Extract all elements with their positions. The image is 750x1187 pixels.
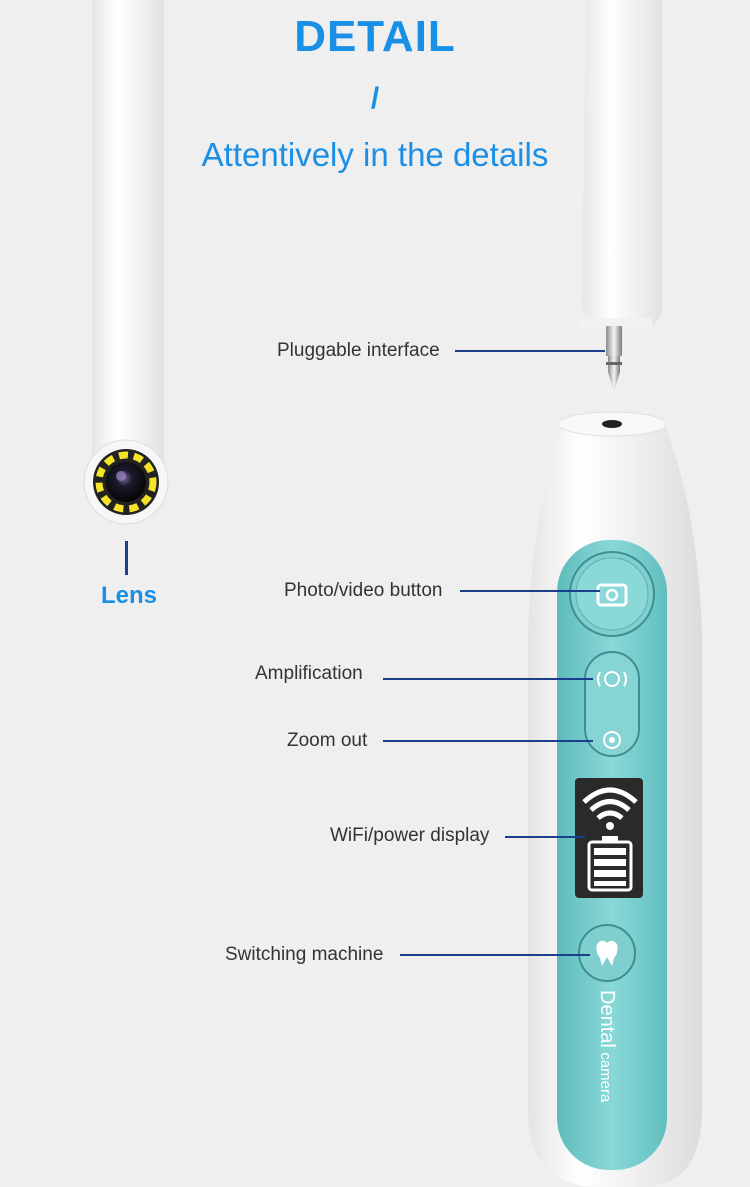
callout-switching-machine: Switching machine xyxy=(225,944,384,965)
callout-amplification: Amplification xyxy=(255,663,363,684)
page-subtitle: Attentively in the details xyxy=(201,136,549,173)
device-body xyxy=(528,411,702,1187)
brand-text-main: Dental xyxy=(596,990,618,1048)
leader-wifi-power-display xyxy=(505,836,585,838)
brand-text-sub: camera xyxy=(597,1052,614,1103)
callout-zoom-out: Zoom out xyxy=(287,730,368,751)
leader-photo-video-button xyxy=(460,590,600,592)
page-title: DETAIL xyxy=(294,12,456,61)
pluggable-probe xyxy=(578,0,663,392)
lens-leader xyxy=(125,541,128,575)
lens-label: Lens xyxy=(101,582,158,609)
callout-pluggable-interface: Pluggable interface xyxy=(277,340,440,361)
title-separator: / xyxy=(370,82,380,115)
callout-wifi-power-display: WiFi/power display xyxy=(330,825,490,846)
brand-text: Dental camera xyxy=(578,990,618,1110)
leader-switching-machine xyxy=(400,954,590,956)
leader-amplification xyxy=(383,678,593,680)
leader-zoom-out xyxy=(383,740,593,742)
lens-probe xyxy=(83,0,169,525)
callout-photo-video-button: Photo/video button xyxy=(284,580,443,601)
leader-pluggable-interface xyxy=(455,350,605,352)
